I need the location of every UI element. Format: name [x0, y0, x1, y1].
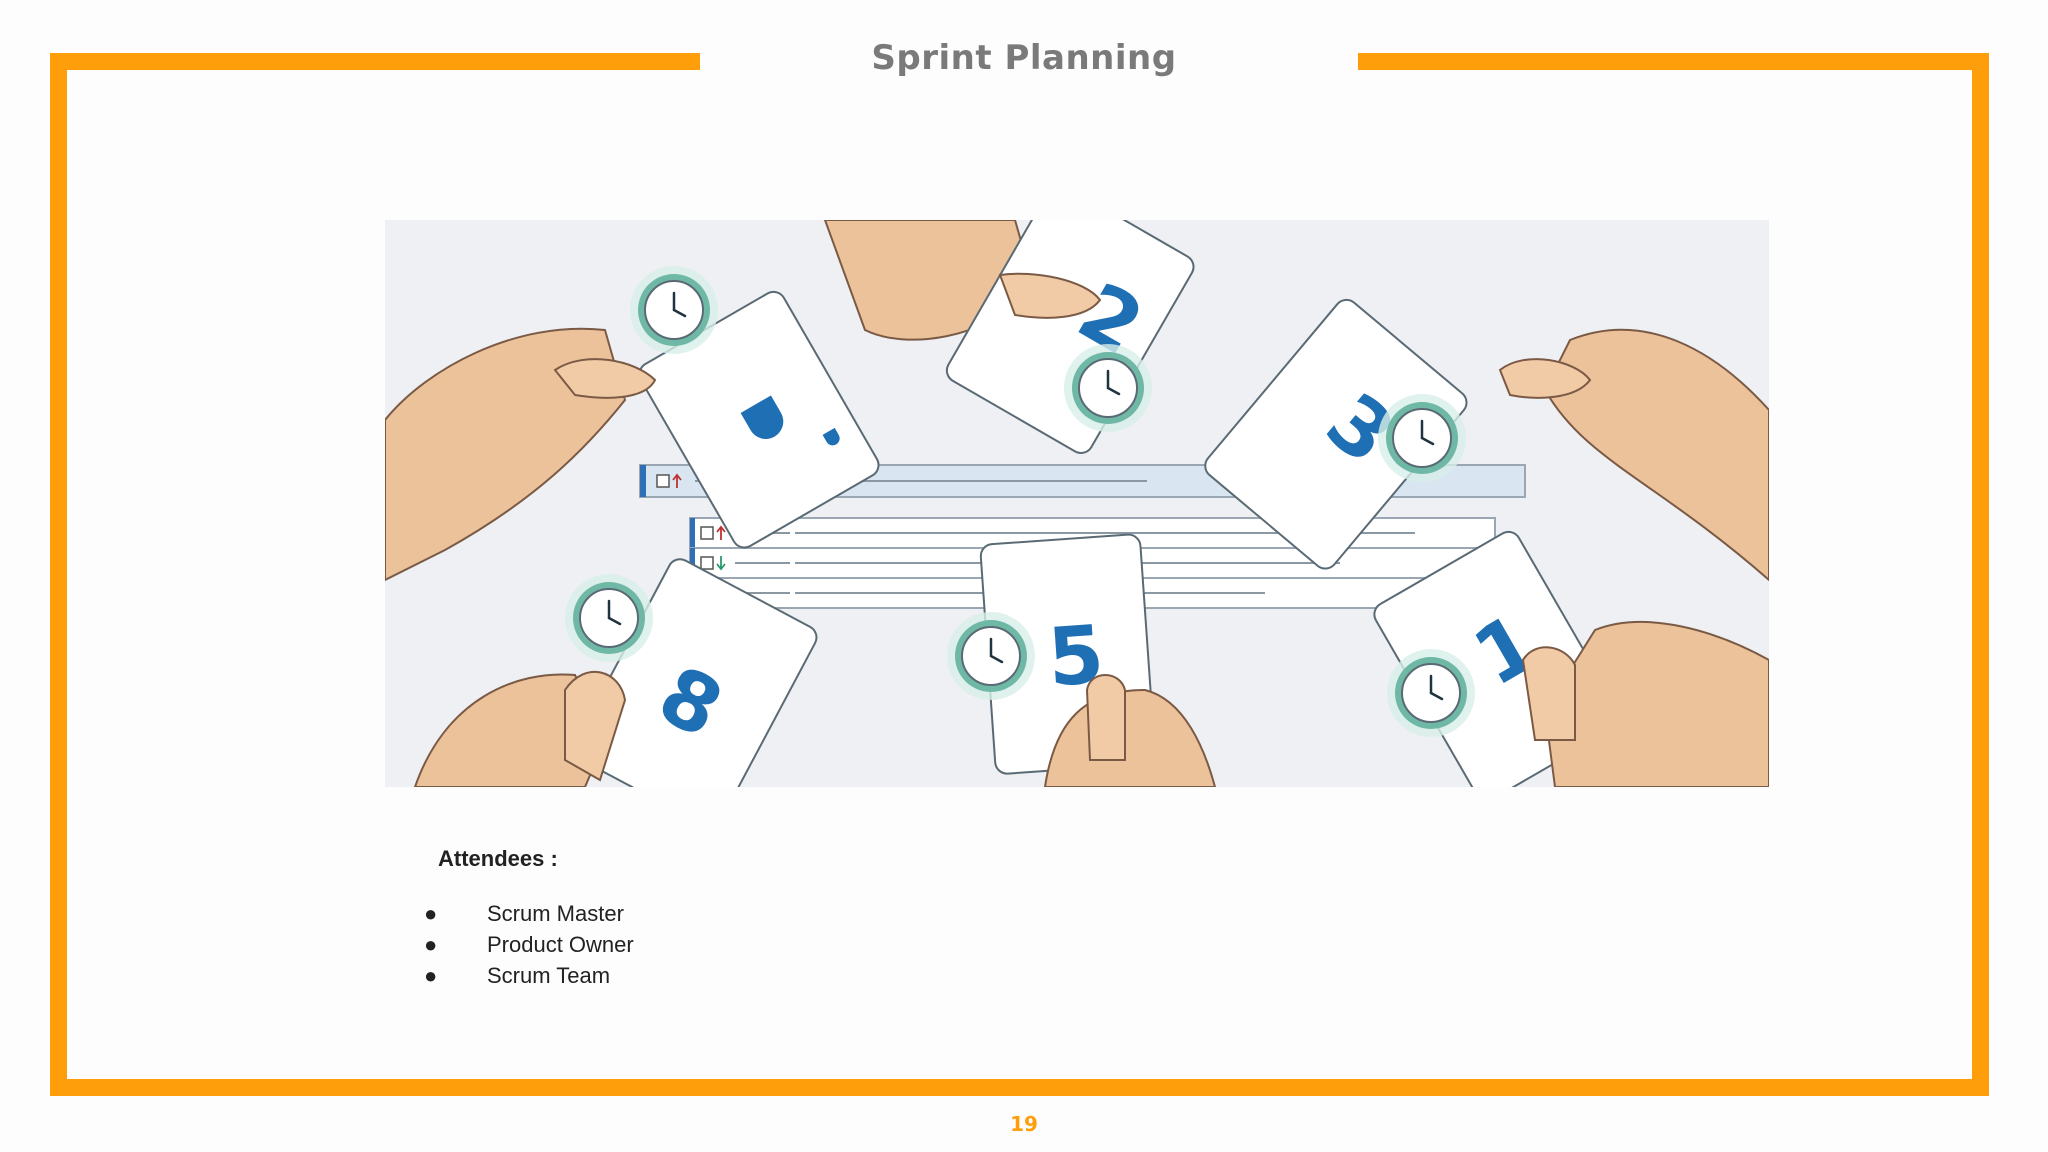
card-3: 3 [1204, 298, 1769, 582]
bullet: ● [424, 901, 438, 926]
attendee-list: ● Scrum Master ● Product Owner ● Scrum Team [424, 898, 634, 991]
card-2: 2 [823, 220, 1195, 454]
attendee-product-owner: Product Owner [487, 932, 634, 957]
card-8: 8 [413, 558, 818, 787]
card-1: 1 [1373, 530, 1769, 787]
attendee-scrum-master: Scrum Master [487, 901, 624, 926]
clock-icon [1376, 392, 1468, 484]
attendee-scrum-team: Scrum Team [487, 963, 611, 988]
slide-frame [50, 53, 1989, 1096]
bullet: ● [424, 932, 438, 957]
clock-icon [628, 264, 720, 356]
list-item: ● Product Owner [424, 929, 634, 960]
title-gap [700, 40, 1358, 80]
clock-icon [945, 610, 1037, 702]
attendees-heading: Attendees : [438, 846, 558, 871]
coffee-cup-icon [740, 395, 784, 439]
clock-icon [1385, 647, 1477, 739]
card-coffee [385, 264, 880, 582]
bullet: ● [424, 963, 438, 988]
list-item: ● Scrum Master [424, 898, 634, 929]
clock-icon [1062, 342, 1154, 434]
arrow-down-icon [716, 556, 726, 571]
list-item: ● Scrum Team [424, 960, 634, 991]
page-number: 19 [1010, 1112, 1038, 1136]
checkbox-icon [656, 474, 670, 488]
slide-title: Sprint Planning [871, 38, 1177, 78]
clock-icon [563, 572, 655, 664]
arrow-up-icon [672, 473, 682, 488]
card-5: 5 [945, 533, 1217, 787]
planning-poker-illustration: 2 3 8 [385, 220, 1769, 787]
